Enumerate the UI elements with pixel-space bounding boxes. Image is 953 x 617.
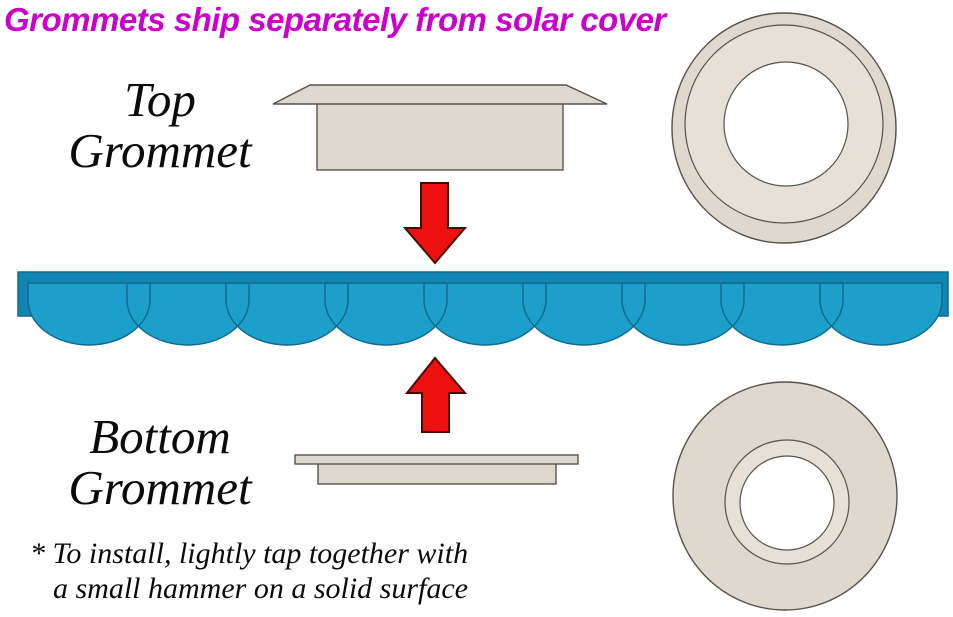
down-arrow-icon <box>402 182 468 265</box>
bottom-grommet-side-view <box>294 454 579 485</box>
up-arrow-icon <box>404 356 468 433</box>
top-grommet-label: Top Grommet <box>18 74 302 177</box>
page-title: Grommets ship separately from solar cove… <box>4 1 666 38</box>
top-grommet-label-line1: Top <box>124 72 196 127</box>
bottom-grommet-front-view <box>672 381 898 611</box>
bottom-grommet-label: Bottom Grommet <box>8 411 312 514</box>
install-footnote-line2: a small hammer on a solid surface <box>53 572 468 606</box>
top-grommet-label-line2: Grommet <box>68 123 252 179</box>
install-footnote-line1: * To install, lightly tap together with <box>30 537 469 570</box>
cover-bubbles <box>28 283 942 345</box>
bottom-grommet-label-line2: Grommet <box>68 460 252 516</box>
bottom-grommet-label-line1: Bottom <box>89 409 231 464</box>
cover-bubble-outlines <box>27 282 943 346</box>
install-footnote: * To install, lightly tap together with … <box>30 536 468 606</box>
top-grommet-side-view <box>272 84 608 171</box>
solar-cover <box>17 271 949 346</box>
top-grommet-front-view <box>671 12 897 244</box>
